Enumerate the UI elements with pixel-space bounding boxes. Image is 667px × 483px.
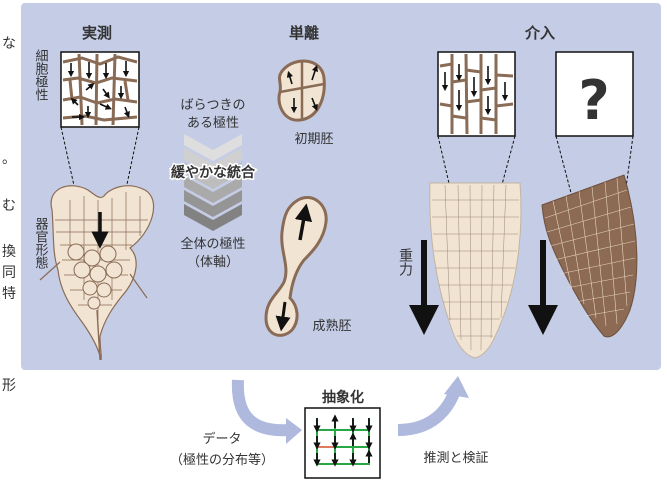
root-cell-polarity-inset xyxy=(438,52,515,136)
margin-char-6: 特 xyxy=(2,286,16,302)
flow-arrowhead-data xyxy=(286,418,302,444)
data-label-line1: データ xyxy=(202,431,241,447)
section-title-isolation: 単離 xyxy=(289,24,319,42)
unknown-polarity-inset: ? xyxy=(556,52,633,136)
svg-text:細胞極性: 細胞極性 xyxy=(33,49,49,101)
margin-char-2: 。 xyxy=(2,151,16,167)
flow-arrow-data xyxy=(238,380,290,430)
variable-polarity-line2: ある極性 xyxy=(187,115,239,131)
svg-text:器官形態: 器官形態 xyxy=(33,217,49,269)
cell-polarity-inset xyxy=(61,52,139,127)
abstraction-grid xyxy=(305,408,380,478)
gravity-label: 重力 xyxy=(397,248,413,277)
mature-embryo-label: 成熟胚 xyxy=(312,318,351,334)
section-title-intervention: 介入 xyxy=(524,24,555,42)
svg-text:重力: 重力 xyxy=(397,248,413,277)
section-title-observation: 実測 xyxy=(82,24,112,42)
data-label-line2: （極性の分布等） xyxy=(170,452,274,468)
early-embryo xyxy=(279,60,324,120)
organ-morphology-label: 器官形態 xyxy=(33,217,49,269)
question-mark: ? xyxy=(578,69,609,132)
margin-char-7: 形 xyxy=(2,378,16,394)
inference-label: 推測と検証 xyxy=(423,451,488,466)
margin-char-4: 換 xyxy=(2,244,16,260)
variable-polarity-line1: ばらつきの xyxy=(180,98,245,113)
margin-char-1: な xyxy=(2,36,16,52)
left-margin-text: な 。 む 換 同 特 形 xyxy=(2,36,16,394)
global-polarity-label: 全体の極性 xyxy=(180,236,245,252)
margin-char-5: 同 xyxy=(2,265,16,281)
cell-polarity-label: 細胞極性 xyxy=(33,49,49,101)
gentle-integration-label: 緩やかな統合 xyxy=(171,164,256,181)
margin-char-3: む xyxy=(2,198,16,214)
abstraction-label: 抽象化 xyxy=(322,389,364,406)
early-embryo-label: 初期胚 xyxy=(294,132,333,147)
body-axis-label: （体軸） xyxy=(187,255,239,270)
